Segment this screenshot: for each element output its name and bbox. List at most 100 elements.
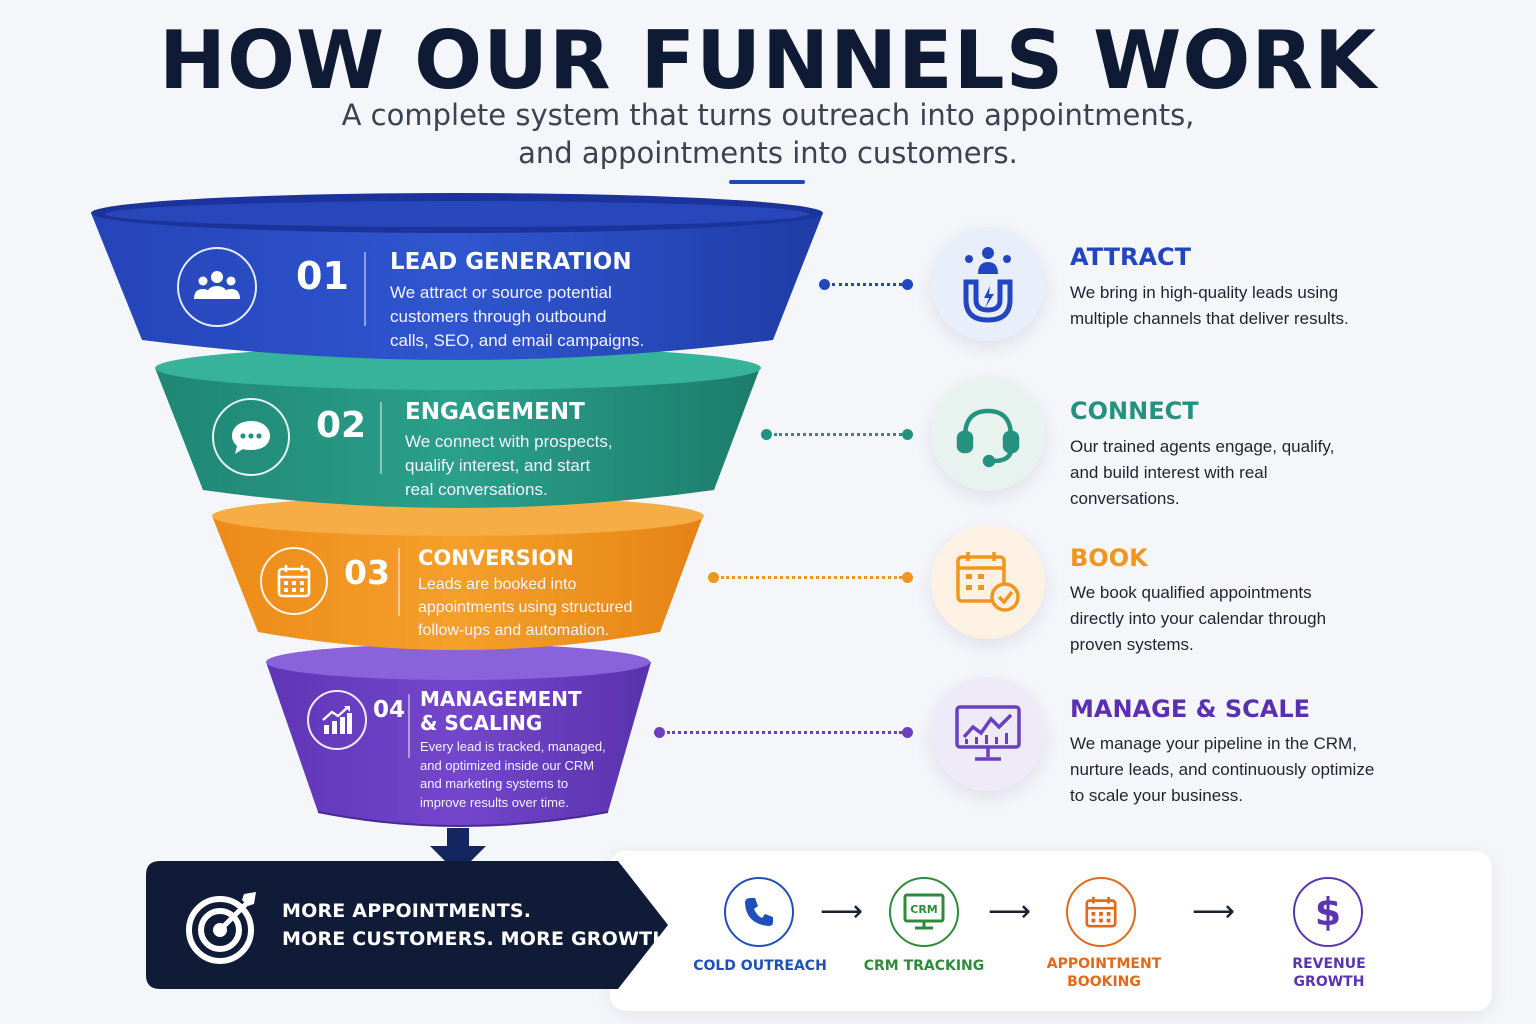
dollar-icon: $ — [1314, 890, 1342, 934]
stage-number: 04 — [373, 697, 406, 723]
connect-icon-circle — [931, 377, 1045, 491]
outcome-description: We book qualified appointments directly … — [1070, 580, 1326, 658]
desc-line: proven systems. — [1070, 635, 1194, 654]
banner-message: MORE APPOINTMENTS. MORE CUSTOMERS. MORE … — [282, 897, 676, 953]
title-line: & SCALING — [420, 711, 543, 735]
attract-icon-circle — [931, 227, 1045, 341]
stage-divider — [408, 694, 410, 758]
connector-line — [667, 731, 902, 734]
funnel-stage-1-shape — [91, 193, 823, 360]
process-label: APPOINTMENT BOOKING — [1034, 955, 1174, 991]
title-underline — [729, 180, 805, 184]
stage-description: We attract or source potential customers… — [390, 281, 644, 353]
crm-icon-text: CRM — [910, 903, 938, 916]
magnet-icon — [963, 247, 1013, 323]
connector-dot — [708, 572, 719, 583]
stage-2-icon-ring — [212, 398, 290, 476]
connector-line — [774, 433, 902, 436]
desc-line: and marketing systems to — [420, 776, 569, 791]
label-line: COLD OUTREACH — [693, 958, 827, 974]
desc-line: qualify interest, and start — [405, 456, 591, 475]
stage-divider — [364, 252, 366, 326]
desc-line: and build interest with real — [1070, 463, 1268, 482]
stage-divider — [398, 548, 400, 616]
stage-title: MANAGEMENT & SCALING — [420, 687, 582, 735]
desc-line: Every lead is tracked, managed, — [420, 739, 606, 754]
stage-3-icon-ring — [260, 547, 328, 615]
desc-line: to scale your business. — [1070, 786, 1243, 805]
connector-dot — [902, 572, 913, 583]
process-label: REVENUE GROWTH — [1259, 955, 1399, 991]
connector-dot — [654, 727, 665, 738]
stage-description: We connect with prospects, qualify inter… — [405, 430, 613, 502]
desc-line: and optimized inside our CRM — [420, 757, 595, 773]
desc-line: We attract or source potential — [390, 283, 612, 302]
funnel-down-arrow — [430, 828, 486, 874]
label-line: APPOINTMENT — [1046, 956, 1162, 972]
stage-title: LEAD GENERATION — [390, 249, 632, 275]
calendar-check-icon — [956, 552, 1020, 612]
calendar-icon — [277, 565, 311, 598]
crm-tracking-icon-ring: CRM — [889, 877, 959, 947]
desc-line: We connect with prospects, — [405, 432, 613, 451]
desc-line: We manage your pipeline in the CRM, — [1070, 734, 1357, 753]
connector-dot — [819, 279, 830, 290]
desc-line: conversations. — [1070, 489, 1180, 508]
desc-line: improve results over time. — [420, 794, 569, 810]
revenue-growth-icon-ring: $ — [1293, 877, 1363, 947]
stage-number: 01 — [296, 254, 349, 298]
result-banner-shape — [146, 861, 668, 989]
page-subtitle: A complete system that turns outreach in… — [0, 96, 1536, 172]
target-icon — [186, 892, 256, 964]
label-line: CRM TRACKING — [863, 958, 985, 974]
stage-divider — [380, 402, 382, 474]
desc-line: customers through outbound — [390, 307, 607, 326]
connector-line — [832, 283, 902, 286]
arrow-right-icon: ⟶ — [988, 895, 1032, 928]
stage-number: 02 — [316, 405, 367, 446]
banner-line: MORE CUSTOMERS. MORE GROWTH. — [282, 928, 676, 950]
funnel-stage-2-shape — [155, 346, 761, 508]
desc-line: directly into your calendar through — [1070, 609, 1327, 628]
headset-icon — [956, 408, 1020, 468]
process-label: CRM TRACKING — [854, 957, 994, 975]
appointment-booking-icon-ring — [1066, 877, 1136, 947]
connector-dot — [902, 279, 913, 290]
desc-line: Leads are booked into — [418, 576, 577, 593]
desc-line: calls, SEO, and email campaigns. — [390, 331, 645, 350]
book-icon-circle — [931, 525, 1045, 639]
desc-line: real conversations. — [405, 480, 548, 499]
subtitle-line: and appointments into customers. — [518, 136, 1018, 170]
subtitle-line: A complete system that turns outreach in… — [341, 98, 1195, 132]
connector-line — [721, 576, 902, 579]
desc-line: We bring in high-quality leads using — [1070, 283, 1339, 302]
funnel-stage-3-shape — [212, 496, 704, 650]
desc-line: nurture leads, and continuously optimize — [1070, 760, 1375, 779]
label-line: BOOKING — [1067, 974, 1141, 990]
crm-monitor-icon: CRM — [903, 893, 945, 930]
label-line: REVENUE — [1292, 956, 1366, 972]
outcome-description: We manage your pipeline in the CRM, nurt… — [1070, 731, 1374, 809]
connector-dot — [902, 727, 913, 738]
arrow-right-icon: ⟶ — [1192, 895, 1236, 928]
connector-dot — [761, 429, 772, 440]
desc-line: appointments using structured — [418, 599, 633, 616]
outcome-title: BOOK — [1070, 544, 1148, 572]
calendar-icon — [1085, 896, 1117, 928]
stage-description: Every lead is tracked, managed, and opti… — [420, 738, 606, 812]
outcome-description: Our trained agents engage, qualify, and … — [1070, 434, 1334, 512]
manage-icon-circle — [931, 677, 1045, 791]
outcome-title: CONNECT — [1070, 397, 1199, 425]
stage-description: Leads are booked into appointments using… — [418, 573, 632, 642]
phone-icon — [745, 898, 773, 926]
stage-4-icon-ring — [307, 690, 367, 750]
desc-line: multiple channels that deliver results. — [1070, 309, 1349, 328]
chat-bubble-icon — [232, 421, 270, 454]
desc-line: We book qualified appointments — [1070, 583, 1312, 602]
stage-number: 03 — [344, 553, 390, 592]
growth-chart-icon — [322, 706, 352, 734]
stage-1-icon-ring — [177, 247, 257, 327]
connector-dot — [902, 429, 913, 440]
outcome-description: We bring in high-quality leads using mul… — [1070, 280, 1349, 332]
